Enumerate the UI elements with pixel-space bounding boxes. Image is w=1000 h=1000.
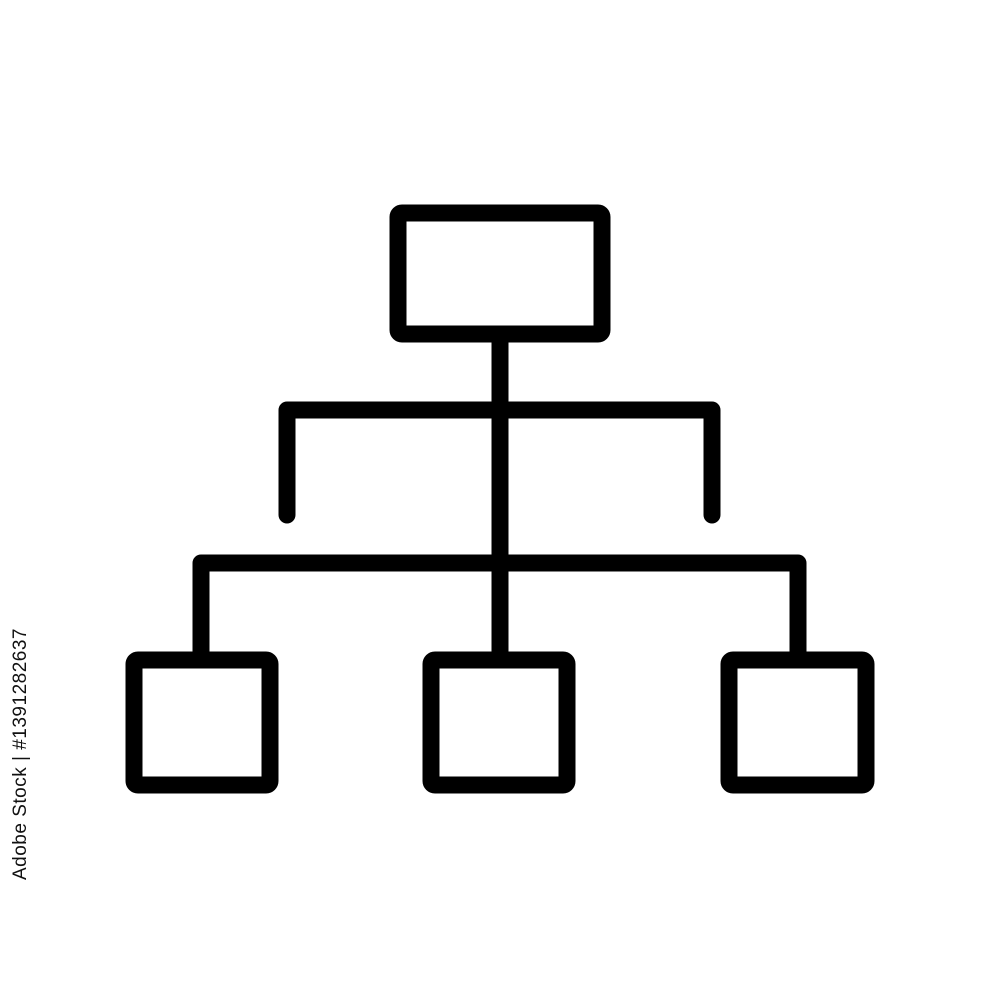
middle-branch-bracket [278, 401, 721, 524]
hierarchy-diagram [125, 204, 875, 794]
stock-watermark-id: Adobe Stock | #1391282637 [10, 628, 31, 880]
lower-branch-bracket [192, 554, 807, 669]
child-node-right-box [720, 651, 875, 794]
child-node-center-box [422, 651, 576, 794]
root-node-box [389, 204, 611, 343]
child-node-left-box [125, 651, 279, 794]
